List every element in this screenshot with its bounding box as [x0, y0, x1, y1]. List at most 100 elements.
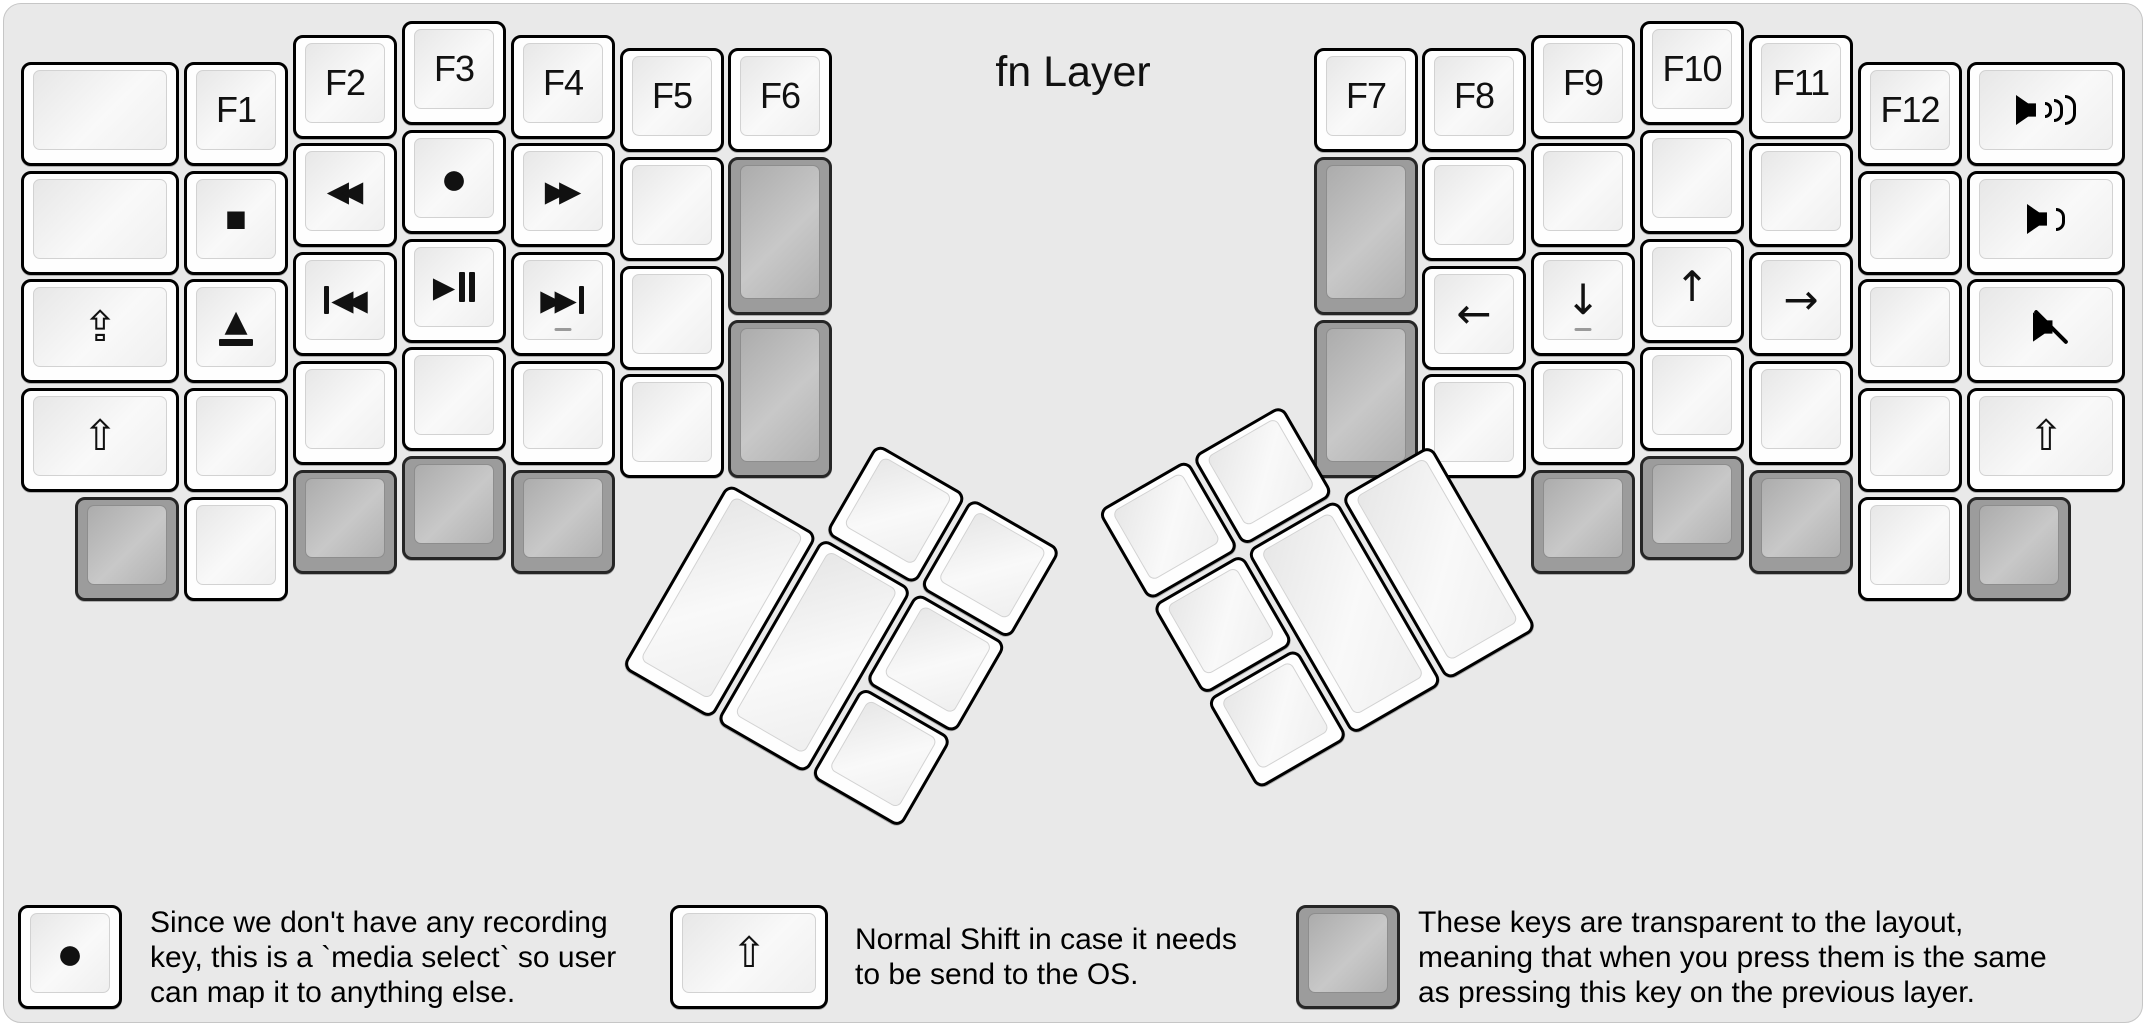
key-blank[interactable]	[21, 171, 179, 275]
key-blank[interactable]	[1640, 347, 1744, 451]
key-transparent[interactable]	[728, 320, 832, 478]
legend-line: as pressing this key on the previous lay…	[1418, 975, 1975, 1009]
key-mute[interactable]	[1967, 279, 2125, 383]
legend-record-text: Since we don't have any recording key, t…	[150, 905, 616, 1010]
key-transparent[interactable]	[293, 470, 397, 574]
key-f4[interactable]: F4	[511, 35, 615, 139]
legend-line: These keys are transparent to the layout…	[1418, 905, 1964, 939]
legend-transparent-key-slot	[1296, 905, 1400, 1009]
legend-line: key, this is a `media select` so user	[150, 940, 617, 974]
key-blank[interactable]	[184, 388, 288, 492]
key-blank[interactable]	[1531, 143, 1635, 247]
key-f12[interactable]: F12	[1858, 62, 1962, 166]
key-blank[interactable]	[1858, 497, 1962, 601]
key-blank[interactable]	[1749, 361, 1853, 465]
caps-lock-icon: ⇪	[82, 302, 118, 351]
key-f5[interactable]: F5	[620, 48, 724, 152]
key-blank[interactable]	[511, 361, 615, 465]
legend-shift-key-slot: ⇧	[670, 905, 828, 1009]
key-blank[interactable]	[1640, 130, 1744, 234]
key-f6[interactable]: F6	[728, 48, 832, 152]
shift-icon: ⇧	[2028, 411, 2064, 460]
legend-line: Normal Shift in case it needs	[855, 923, 1237, 956]
legend-shift-text: Normal Shift in case it needs to be send…	[855, 922, 1237, 992]
page-title: fn Layer	[995, 48, 1151, 96]
key-blank[interactable]	[620, 266, 724, 370]
key-blank[interactable]	[1858, 388, 1962, 492]
mute-icon	[2032, 309, 2069, 345]
key-play-pause[interactable]: ▶	[402, 239, 506, 343]
key-transparent-example[interactable]	[1296, 905, 1400, 1009]
key-blank[interactable]	[1858, 279, 1962, 383]
key-f3[interactable]: F3	[402, 21, 506, 125]
key-blank[interactable]	[293, 361, 397, 465]
key-transparent[interactable]	[75, 497, 179, 601]
key-blank[interactable]	[620, 374, 724, 478]
legend-record-key-slot: ●	[18, 905, 122, 1009]
arrow-left-icon: ←	[1456, 289, 1492, 338]
legend-line: to be send to the OS.	[855, 958, 1139, 991]
key-stop[interactable]: ■	[184, 171, 288, 275]
arrow-up-icon: ↑	[1674, 262, 1710, 311]
key-transparent[interactable]	[1531, 470, 1635, 574]
key-prev-track[interactable]: ◀◀	[293, 252, 397, 356]
key-f2[interactable]: F2	[293, 35, 397, 139]
record-icon: ●	[56, 927, 84, 979]
legend-item-shift: ⇧ Normal Shift in case it needs to be se…	[670, 905, 1237, 1009]
key-transparent[interactable]	[1640, 456, 1744, 560]
legend-line: meaning that when you press them is the …	[1418, 940, 2047, 974]
key-shift[interactable]: ⇧	[1967, 388, 2125, 492]
arrow-down-icon: ↓	[1565, 275, 1601, 324]
key-arrow-right[interactable]: →	[1749, 252, 1853, 356]
eject-icon: ▲	[219, 307, 253, 346]
key-transparent[interactable]	[1749, 470, 1853, 574]
key-fast-forward[interactable]: ▶▶	[511, 143, 615, 247]
key-f7[interactable]: F7	[1314, 48, 1418, 152]
key-blank[interactable]	[1531, 361, 1635, 465]
next-track-icon: ▶▶	[540, 285, 586, 315]
arrow-right-icon: →	[1783, 275, 1819, 324]
fast-forward-icon: ▶▶	[544, 173, 582, 208]
prev-track-icon: ◀◀	[322, 285, 368, 315]
key-volume-up[interactable]	[1967, 62, 2125, 166]
key-transparent[interactable]	[1314, 320, 1418, 478]
key-blank[interactable]	[21, 62, 179, 166]
key-rewind[interactable]: ◀◀	[293, 143, 397, 247]
key-transparent[interactable]	[402, 456, 506, 560]
key-transparent[interactable]	[728, 157, 832, 315]
record-icon: ●	[440, 152, 468, 204]
key-record-example[interactable]: ●	[18, 905, 122, 1009]
key-shift-example[interactable]: ⇧	[670, 905, 828, 1009]
key-record[interactable]: ●	[402, 130, 506, 234]
key-blank[interactable]	[1858, 171, 1962, 275]
key-blank[interactable]	[1749, 143, 1853, 247]
key-transparent[interactable]	[511, 470, 615, 574]
key-f11[interactable]: F11	[1749, 35, 1853, 139]
key-arrow-up[interactable]: ↑	[1640, 239, 1744, 343]
key-f10[interactable]: F10	[1640, 21, 1744, 125]
key-eject[interactable]: ▲	[184, 279, 288, 383]
volume-up-icon	[2016, 93, 2076, 127]
key-f1[interactable]: F1	[184, 62, 288, 166]
key-arrow-left[interactable]: ←	[1422, 266, 1526, 370]
play-pause-icon: ▶	[433, 272, 476, 302]
legend-line: Since we don't have any recording	[150, 905, 608, 939]
shift-icon: ⇧	[731, 928, 767, 977]
key-transparent[interactable]	[1967, 497, 2071, 601]
legend-item-transparent: These keys are transparent to the layout…	[1296, 905, 2047, 1009]
key-volume-down[interactable]	[1967, 171, 2125, 275]
key-caps-lock[interactable]: ⇪	[21, 279, 179, 383]
key-next-track[interactable]: ▶▶	[511, 252, 615, 356]
key-shift[interactable]: ⇧	[21, 388, 179, 492]
key-f8[interactable]: F8	[1422, 48, 1526, 152]
key-transparent[interactable]	[1314, 157, 1418, 315]
key-blank[interactable]	[402, 347, 506, 451]
key-blank[interactable]	[620, 157, 724, 261]
key-arrow-down[interactable]: ↓	[1531, 252, 1635, 356]
key-blank[interactable]	[184, 497, 288, 601]
key-blank[interactable]	[1422, 157, 1526, 261]
legend-item-record: ● Since we don't have any recording key,…	[18, 905, 616, 1009]
key-f9[interactable]: F9	[1531, 35, 1635, 139]
volume-down-icon	[2027, 202, 2065, 236]
